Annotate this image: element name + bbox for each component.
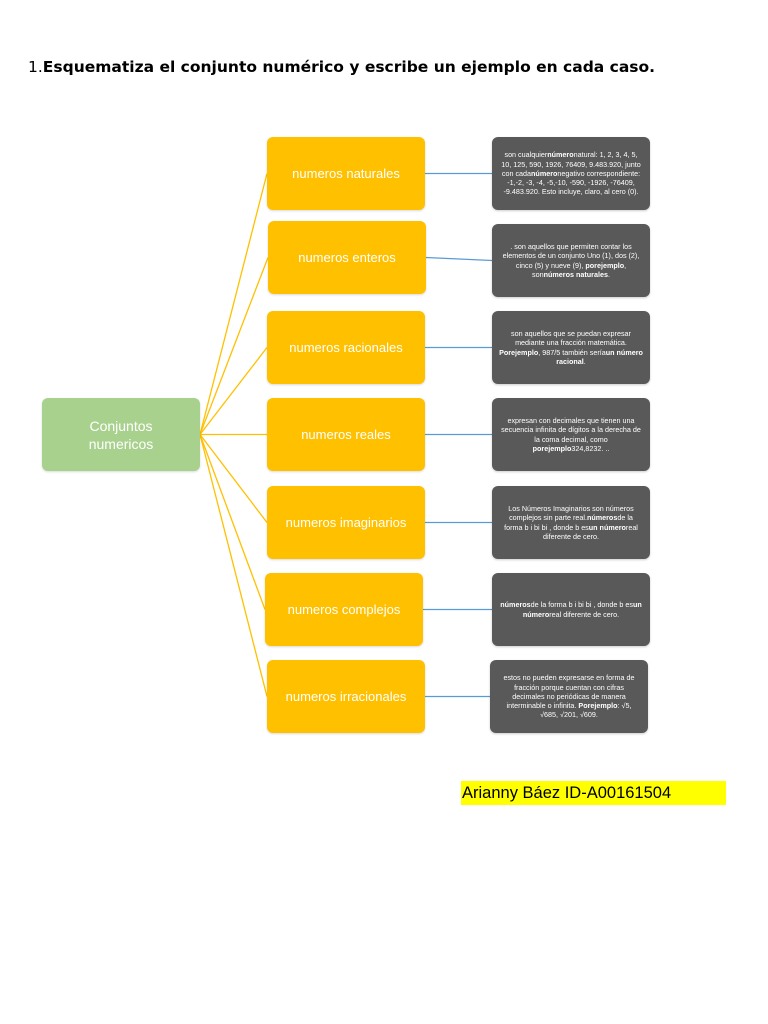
- desc-text: son cualquiernúmeronatural: 1, 2, 3, 4, …: [501, 150, 641, 197]
- desc-numeros-reales: expresan con decimales que tienen una se…: [492, 398, 650, 471]
- node-label: numeros imaginarios: [285, 515, 407, 530]
- description-connector-line: [425, 256, 493, 262]
- root-connector-line: [199, 257, 269, 435]
- desc-text: númerosde la forma b i bi bi , donde b e…: [500, 600, 642, 619]
- node-numeros-racionales: numeros racionales: [267, 311, 425, 384]
- root-connector-line: [199, 347, 268, 435]
- node-numeros-enteros: numeros enteros: [268, 221, 426, 294]
- node-numeros-irracionales: numeros irracionales: [267, 660, 425, 733]
- desc-numeros-naturales: son cualquiernúmeronatural: 1, 2, 3, 4, …: [492, 137, 650, 210]
- author-id-label: Arianny Báez ID-A00161504: [461, 781, 726, 805]
- root-connector-line: [199, 434, 268, 697]
- desc-numeros-irracionales: estos no pueden expresarse en forma de f…: [490, 660, 648, 733]
- heading-number: 1.: [28, 58, 43, 76]
- node-label: numeros racionales: [289, 340, 403, 355]
- node-label: numeros naturales: [292, 166, 400, 181]
- root-connector-line: [199, 434, 268, 523]
- node-numeros-complejos: numeros complejos: [265, 573, 423, 646]
- node-numeros-reales: numeros reales: [267, 398, 425, 471]
- node-label: numeros irracionales: [285, 689, 407, 704]
- desc-numeros-imaginarios: Los Números Imaginarios son números comp…: [492, 486, 650, 559]
- node-numeros-imaginarios: numeros imaginarios: [267, 486, 425, 559]
- node-label: numeros reales: [301, 427, 391, 442]
- desc-text: . son aquellos que permiten contar los e…: [502, 242, 640, 279]
- description-connectors: [423, 172, 493, 698]
- desc-text: estos no pueden expresarse en forma de f…: [503, 673, 635, 720]
- desc-text: Los Números Imaginarios son números comp…: [504, 504, 638, 541]
- node-label: numeros complejos: [287, 602, 401, 617]
- desc-text: expresan con decimales que tienen una se…: [501, 416, 641, 453]
- desc-numeros-enteros: . son aquellos que permiten contar los e…: [492, 224, 650, 297]
- desc-numeros-racionales: son aquellos que se puedan expresar medi…: [492, 311, 650, 384]
- desc-text: son aquellos que se puedan expresar medi…: [499, 329, 643, 366]
- root-node-label: Conjuntos numericos: [88, 417, 154, 452]
- instruction-heading: 1.Esquematiza el conjunto numérico y esc…: [28, 58, 748, 76]
- heading-text: Esquematiza el conjunto numérico y escri…: [42, 58, 656, 76]
- node-numeros-naturales: numeros naturales: [267, 137, 425, 210]
- node-label: numeros enteros: [298, 250, 396, 265]
- root-connector-line: [199, 173, 268, 435]
- root-connectors: [199, 173, 269, 697]
- desc-numeros-complejos: númerosde la forma b i bi bi , donde b e…: [492, 573, 650, 646]
- root-node-conjuntos-numericos: Conjuntos numericos: [42, 398, 200, 471]
- root-connector-line: [199, 434, 266, 610]
